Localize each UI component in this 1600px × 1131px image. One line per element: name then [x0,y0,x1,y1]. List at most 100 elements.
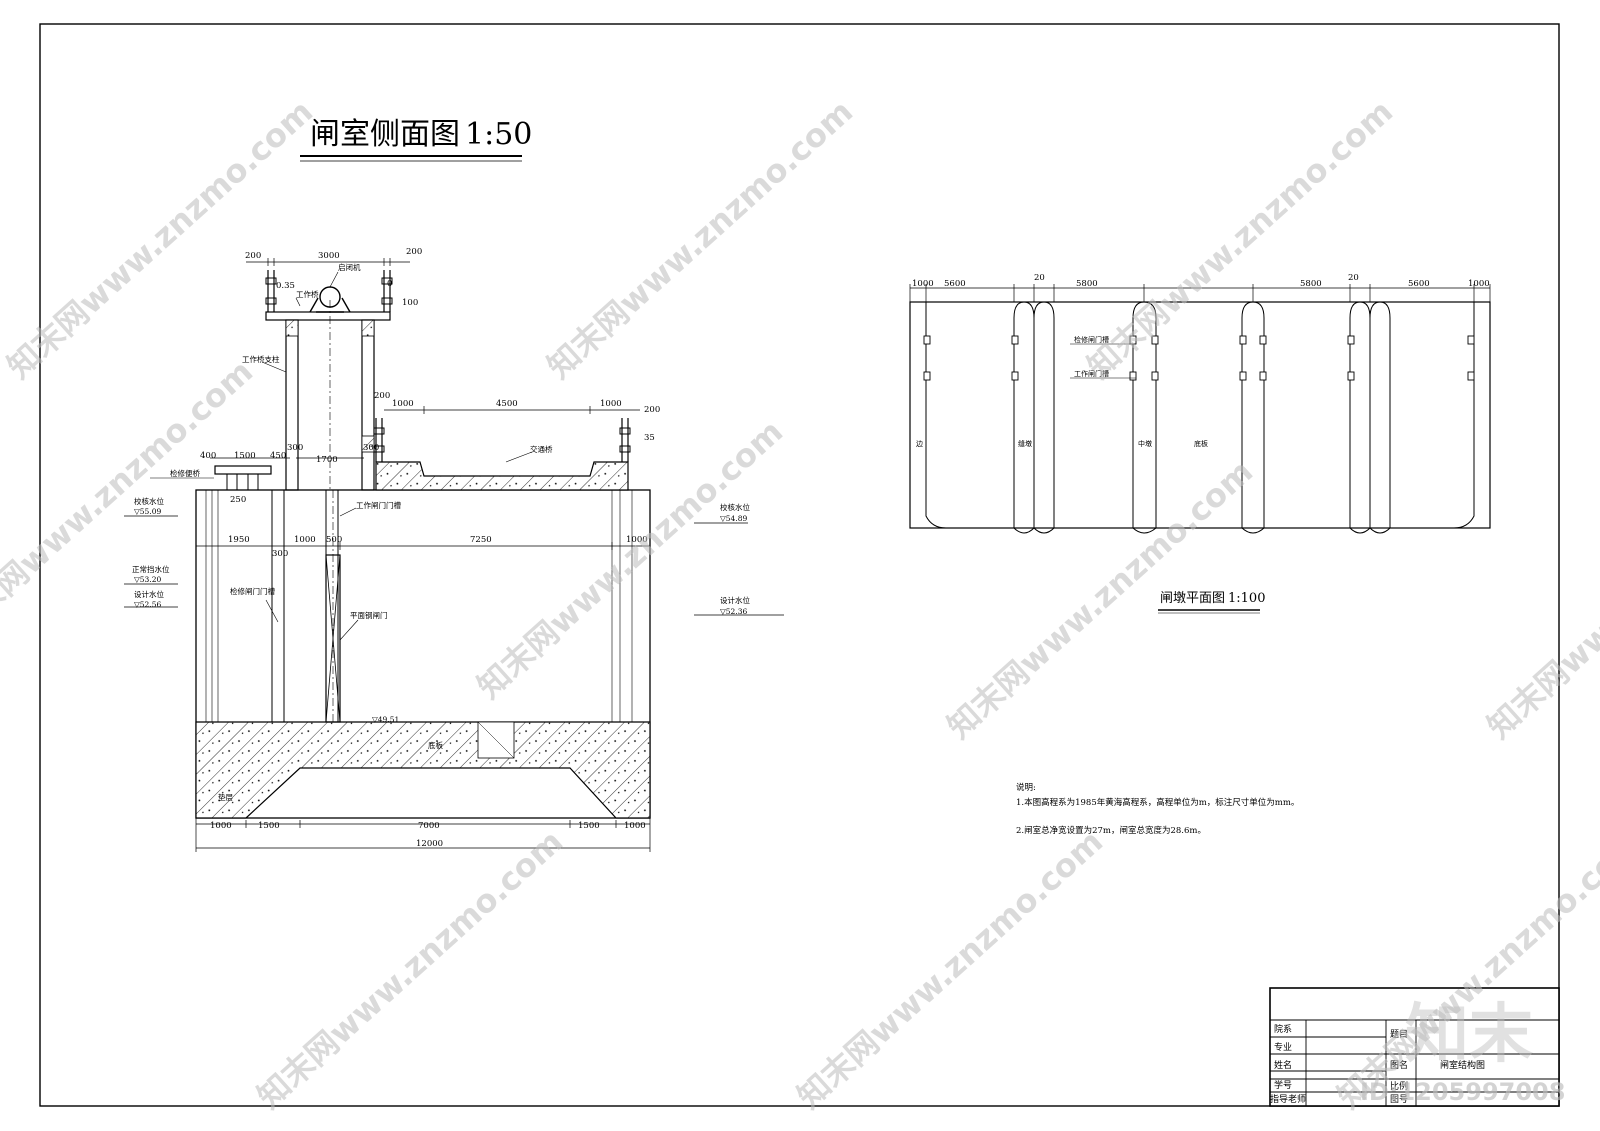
dim: 0 [387,279,392,289]
label-maint-bridge: 检修便桥 [170,468,200,478]
notes-heading: 说明: [1016,782,1036,793]
label-work-bridge-column: 工作桥支柱 [242,354,280,364]
dim: 400 [200,451,216,461]
dim: 250 [230,495,246,505]
notes-line-2: 2.闸室总净宽设置为27m，闸室总宽度为28.6m。 [1016,825,1206,836]
watermark-text: 知末网www.znzmo.com [540,92,860,386]
dim: 100 [402,298,418,308]
side-view: 闸室侧面图 1:50 [124,117,784,852]
side-view-scale: 1:50 [465,117,532,152]
plan-dim: 5600 [1408,279,1430,289]
upstream-check-wl-value: ▽55.09 [134,507,161,516]
dim: 1500 [234,451,256,461]
dim: 200 [245,251,261,261]
plan-dim: 1000 [912,279,934,289]
notes-line-1: 1.本图高程系为1985年黄海高程系，高程单位为m，标注尺寸单位为mm。 [1016,797,1299,808]
dim: 1000 [626,535,648,545]
plan-label-seam: 缝墩 [1018,439,1032,448]
plan-dim: 5600 [944,279,966,289]
watermark-text: 知末网www.znzmo.com [0,352,260,646]
label-traffic-bridge: 交通桥 [530,444,553,454]
dim: 200 [406,247,422,257]
label-cushion: 垫层 [218,792,233,802]
dim: 1000 [600,399,622,409]
tb-drawing-name: 图名 [1390,1059,1408,1071]
dim: 12000 [416,839,443,849]
watermark-logo: 知末 [1405,998,1533,1072]
downstream-design-wl-label: 设计水位 [720,595,750,605]
tb-major: 专业 [1274,1041,1292,1053]
downstream-check-wl-value: ▽54.89 [720,514,747,523]
tb-drawing-no: 图号 [1390,1094,1408,1105]
label-hoist: 启闭机 [338,262,361,272]
watermarks: 知末网www.znzmo.com 知末网www.znzmo.com 知末网www… [0,92,1600,1116]
watermark-text: 知末网www.znzmo.com [1480,452,1600,746]
dim: 0.35 [276,281,295,291]
tb-drawing-name-value: 闸室结构图 [1440,1059,1485,1071]
side-view-title: 闸室侧面图 [310,117,460,152]
dim: 1950 [228,535,250,545]
plan-view-title: 闸墩平面图 [1160,591,1225,606]
plan-label-maint-slot: 检修闸门槽 [1074,335,1109,344]
dim: 4500 [496,399,518,409]
upstream-normal-wl-value: ▽53.20 [134,575,161,584]
maint-slot-pier [271,489,285,723]
label-base: 底板 [428,740,443,750]
plan-view-scale: 1:100 [1228,591,1265,606]
label-flat-steel-gate: 平面钢闸门 [350,610,388,620]
watermark-text: 知末网www.znzmo.com [790,822,1110,1116]
base-slab [195,721,651,819]
dim: 300 [272,549,288,559]
tb-topic: 题目 [1390,1029,1408,1040]
dim: 1000 [392,399,414,409]
plan-dim: 5800 [1300,279,1322,289]
plan-dim: 1000 [1468,279,1490,289]
dim: 300 [287,443,303,453]
watermark-text: 知末网www.znzmo.com [470,412,790,706]
tb-scale: 比例 [1390,1080,1408,1092]
work-bridge-column-left [285,319,299,491]
watermark-text: 知末网www.znzmo.com [0,92,320,386]
label-work-bridge: 工作桥 [296,289,319,299]
dim: 300 [363,443,379,453]
tb-name: 姓名 [1274,1059,1292,1071]
dim: 1000 [294,535,316,545]
downstream-design-wl-value: ▽52.36 [720,607,747,616]
downstream-check-wl-label: 校核水位 [720,502,750,512]
upstream-design-wl-value: ▽52.56 [134,600,161,609]
plan-dim: 20 [1348,273,1359,283]
plan-view: 1000 5600 20 5800 5800 20 5600 1000 检修闸门… [909,273,1491,614]
label-work-gate-slot: 工作闸门门槽 [356,500,401,510]
dim: 35 [644,433,655,443]
plan-label-work-slot: 工作闸门槽 [1074,369,1109,378]
tb-student-id: 学号 [1274,1079,1292,1091]
dim: 3000 [318,251,340,261]
plan-label-mid: 中墩 [1138,439,1152,448]
watermark-id: ID:1205997008 [1360,1078,1565,1106]
label-maint-gate-slot: 检修闸门门槽 [230,586,275,596]
dim: 1000 [624,821,646,831]
floor-elevation: ▽49.51 [372,715,399,724]
upstream-design-wl-label: 设计水位 [134,589,164,599]
dim: 7000 [418,821,440,831]
dim: 1700 [316,455,338,465]
sheet-border [39,23,1560,1107]
plan-label-base: 底板 [1194,439,1208,448]
tb-advisor: 指导老师 [1270,1093,1306,1105]
tb-dept: 院系 [1274,1023,1292,1035]
dim: 200 [374,391,390,401]
dim: 450 [270,451,286,461]
dim: 1500 [258,821,280,831]
dim: 500 [326,535,342,545]
work-bridge-deck [265,311,391,321]
dim: 7250 [470,535,492,545]
traffic-bridge [375,461,629,491]
dim: 1500 [578,821,600,831]
plan-label-edge: 边 [916,439,923,448]
watermark-text: 知末网www.znzmo.com [250,822,570,1116]
title-block: 院系 专业 姓名 学号 指导老师 题目 图名 闸室结构图 比例 图号 [1269,987,1560,1107]
upstream-check-wl-label: 校核水位 [134,496,164,506]
maint-bridge-deck [214,465,272,475]
dim: 1000 [210,821,232,831]
